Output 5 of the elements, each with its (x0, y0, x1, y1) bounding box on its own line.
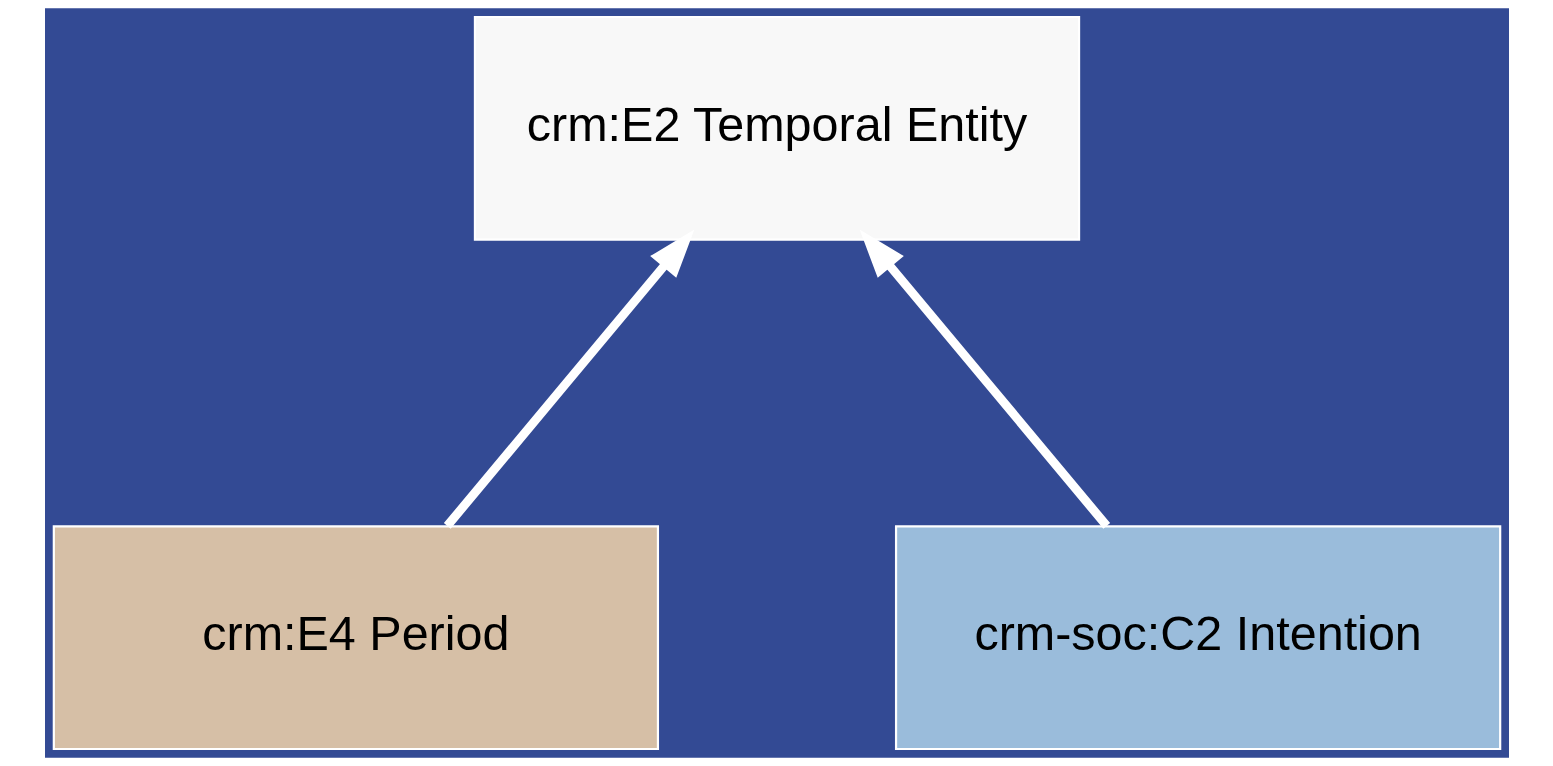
node-box: crm:E4 Period (52, 525, 659, 751)
arrow (859, 229, 1110, 529)
arrow (443, 229, 694, 529)
node-box: crm-soc:C2 Intention (894, 525, 1501, 751)
node-box: crm:E2 Temporal Entity (473, 15, 1080, 241)
